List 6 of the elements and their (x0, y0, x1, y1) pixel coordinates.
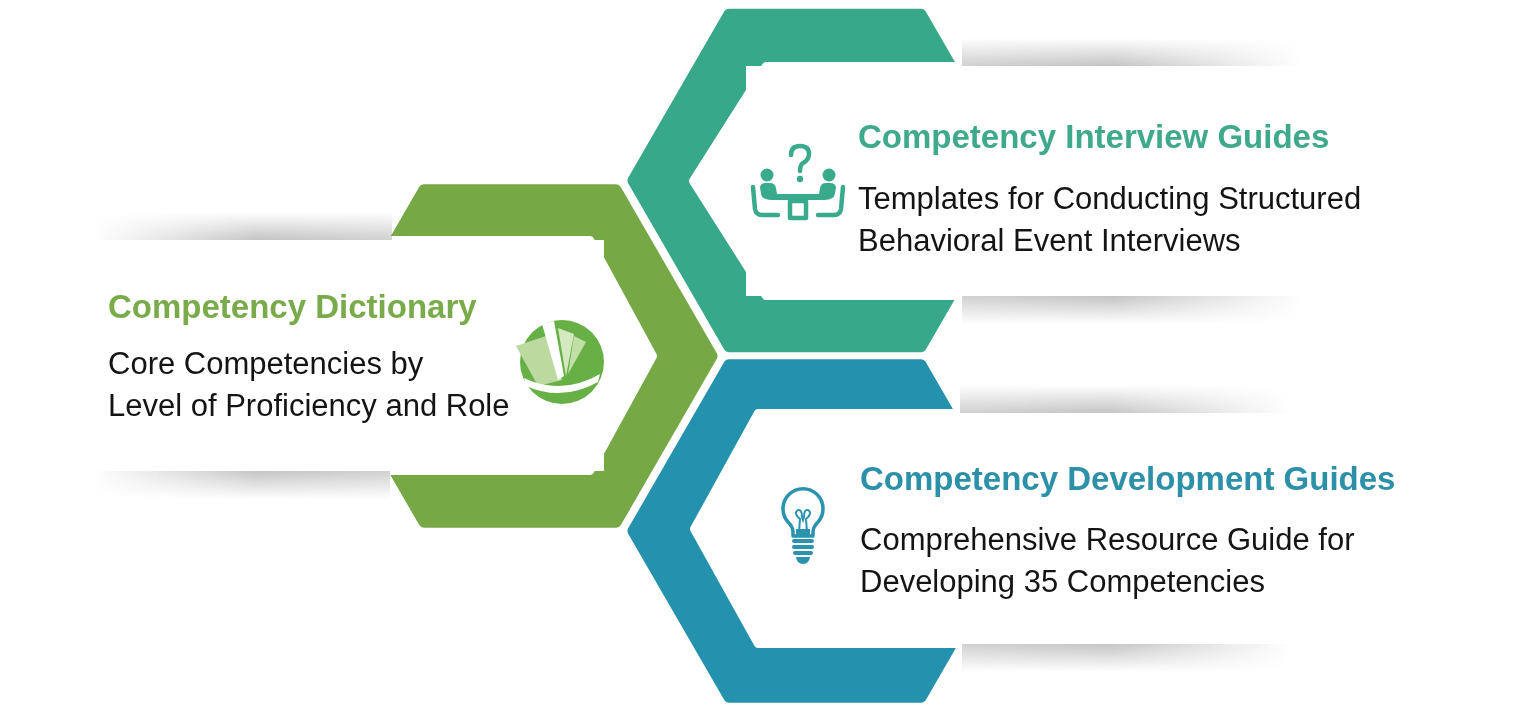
section-description: Core Competencies by Level of Proficiency and Role (108, 345, 510, 425)
section-heading: Competency Development Guides (860, 459, 1396, 499)
section-heading: Competency Interview Guides (858, 117, 1330, 157)
section-description: Comprehensive Resource Guide for Developing 35 Competencies (860, 521, 1355, 601)
section-heading: Competency Dictionary (108, 287, 477, 327)
section-description: Templates for Conducting Structured Behavioral Event Interviews (858, 180, 1362, 260)
